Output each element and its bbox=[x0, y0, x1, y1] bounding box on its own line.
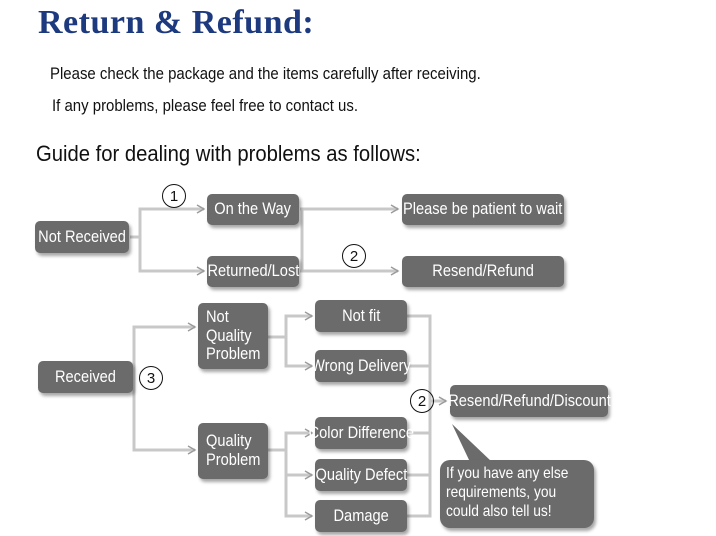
connector-received bbox=[132, 322, 197, 377]
step-marker-1-label: 1 bbox=[169, 187, 179, 205]
step-marker-3-label: 3 bbox=[146, 369, 156, 387]
on-the-way-label: On the Way bbox=[214, 199, 292, 219]
quality-defect-label: Quality Defect bbox=[315, 464, 407, 484]
connector-received-lower bbox=[132, 377, 197, 455]
instruction-line-2: If any problems, please feel free to con… bbox=[52, 96, 359, 115]
not-fit-label: Not fit bbox=[341, 305, 381, 325]
step-marker-2-right-label: 2 bbox=[417, 392, 427, 410]
color-difference-label: Color Difference bbox=[308, 422, 414, 442]
connector-not-received bbox=[130, 204, 206, 239]
connector-not-fit-out bbox=[407, 314, 432, 518]
damage-box: Damage bbox=[315, 500, 407, 532]
connector-not-received-lower bbox=[138, 237, 206, 276]
not-quality-problem-label: Not Quality Problem bbox=[206, 306, 261, 364]
instruction-line-1: Please check the package and the items c… bbox=[50, 64, 481, 83]
connector-qp-mid bbox=[284, 450, 314, 480]
step-marker-1: 1 bbox=[162, 184, 186, 208]
not-received-label: Not Received bbox=[38, 226, 126, 246]
resend-refund-discount-label: Resend/Refund/Discount bbox=[447, 390, 611, 410]
resend-refund-box: Resend/Refund bbox=[402, 256, 564, 287]
connector-nqp bbox=[268, 311, 314, 339]
returned-lost-label: Returned/Lost bbox=[207, 261, 299, 281]
not-received-box: Not Received bbox=[35, 221, 129, 253]
step-marker-3: 3 bbox=[139, 366, 163, 390]
quality-problem-box: Quality Problem bbox=[198, 423, 268, 479]
quality-defect-box: Quality Defect bbox=[315, 459, 407, 491]
damage-label: Damage bbox=[333, 505, 389, 525]
received-label: Received bbox=[55, 366, 116, 386]
note-text: If you have any else requirements, you c… bbox=[446, 465, 569, 521]
connector-qp-lower bbox=[284, 475, 314, 521]
resend-refund-label: Resend/Refund bbox=[432, 261, 534, 281]
resend-refund-discount-box: Resend/Refund/Discount bbox=[447, 385, 611, 417]
on-the-way-box: On the Way bbox=[207, 194, 299, 225]
wrong-delivery-box: Wrong Delivery bbox=[311, 350, 411, 382]
connector-nqp-lower bbox=[284, 337, 314, 371]
guide-heading: Guide for dealing with problems as follo… bbox=[36, 141, 421, 166]
step-marker-2-right: 2 bbox=[410, 389, 434, 413]
be-patient-label: Please be patient to wait bbox=[403, 199, 563, 219]
page-title: Return & Refund: bbox=[38, 4, 315, 41]
note-bubble: If you have any else requirements, you c… bbox=[440, 460, 594, 528]
wrong-delivery-label: Wrong Delivery bbox=[311, 355, 411, 375]
note-bubble-tail bbox=[452, 424, 492, 462]
not-fit-box: Not fit bbox=[315, 300, 407, 332]
quality-problem-label: Quality Problem bbox=[206, 431, 261, 469]
step-marker-2-top: 2 bbox=[342, 244, 366, 268]
step-marker-2-top-label: 2 bbox=[349, 247, 359, 265]
connector-qp bbox=[268, 428, 314, 452]
received-box: Received bbox=[38, 361, 133, 393]
color-difference-box: Color Difference bbox=[308, 417, 414, 449]
not-quality-problem-box: Not Quality Problem bbox=[198, 303, 268, 369]
be-patient-box: Please be patient to wait bbox=[402, 194, 564, 225]
returned-lost-box: Returned/Lost bbox=[207, 256, 299, 287]
